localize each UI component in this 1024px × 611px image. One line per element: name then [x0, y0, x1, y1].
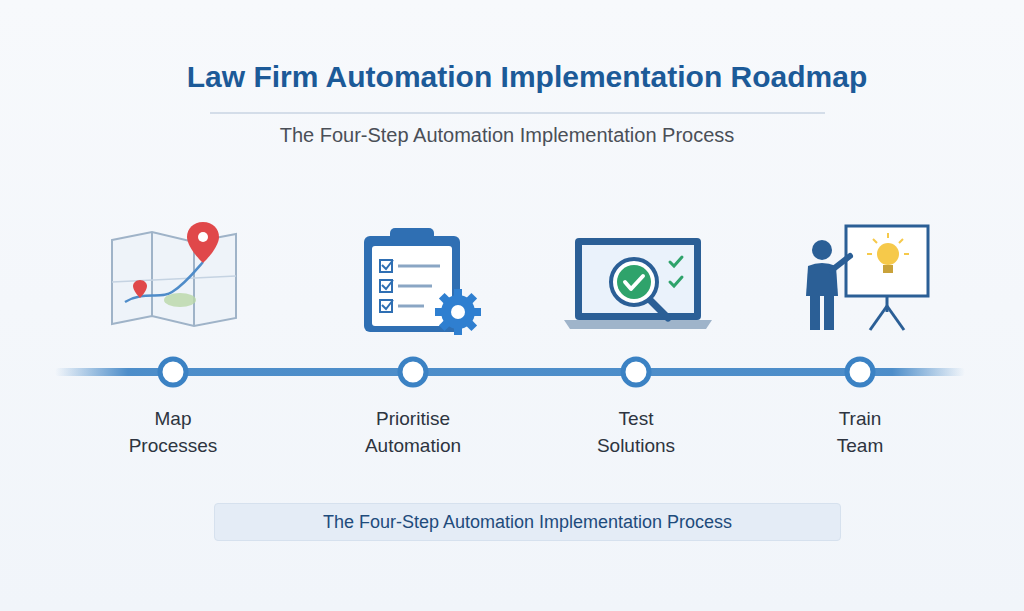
step-label: Prioritise Automation — [358, 405, 468, 459]
caption-band: The Four-Step Automation Implementation … — [214, 503, 841, 541]
step-label: Test Solutions — [581, 405, 691, 459]
timeline-dot — [160, 359, 873, 385]
laptop-icon — [564, 238, 712, 329]
diagram-title: Law Firm Automation Implementation Roadm… — [187, 60, 868, 94]
step-label: Map Processes — [123, 405, 223, 459]
timeline-bar — [55, 368, 965, 376]
title-rule — [210, 112, 825, 114]
band-text: The Four-Step Automation Implementation … — [323, 512, 732, 533]
subtitle: The Four-Step Automation Implementation … — [280, 124, 735, 147]
step-label: Train Team — [829, 405, 891, 459]
presenter-icon — [806, 226, 928, 330]
map-icon — [112, 222, 236, 326]
clipboard-icon — [364, 228, 481, 335]
